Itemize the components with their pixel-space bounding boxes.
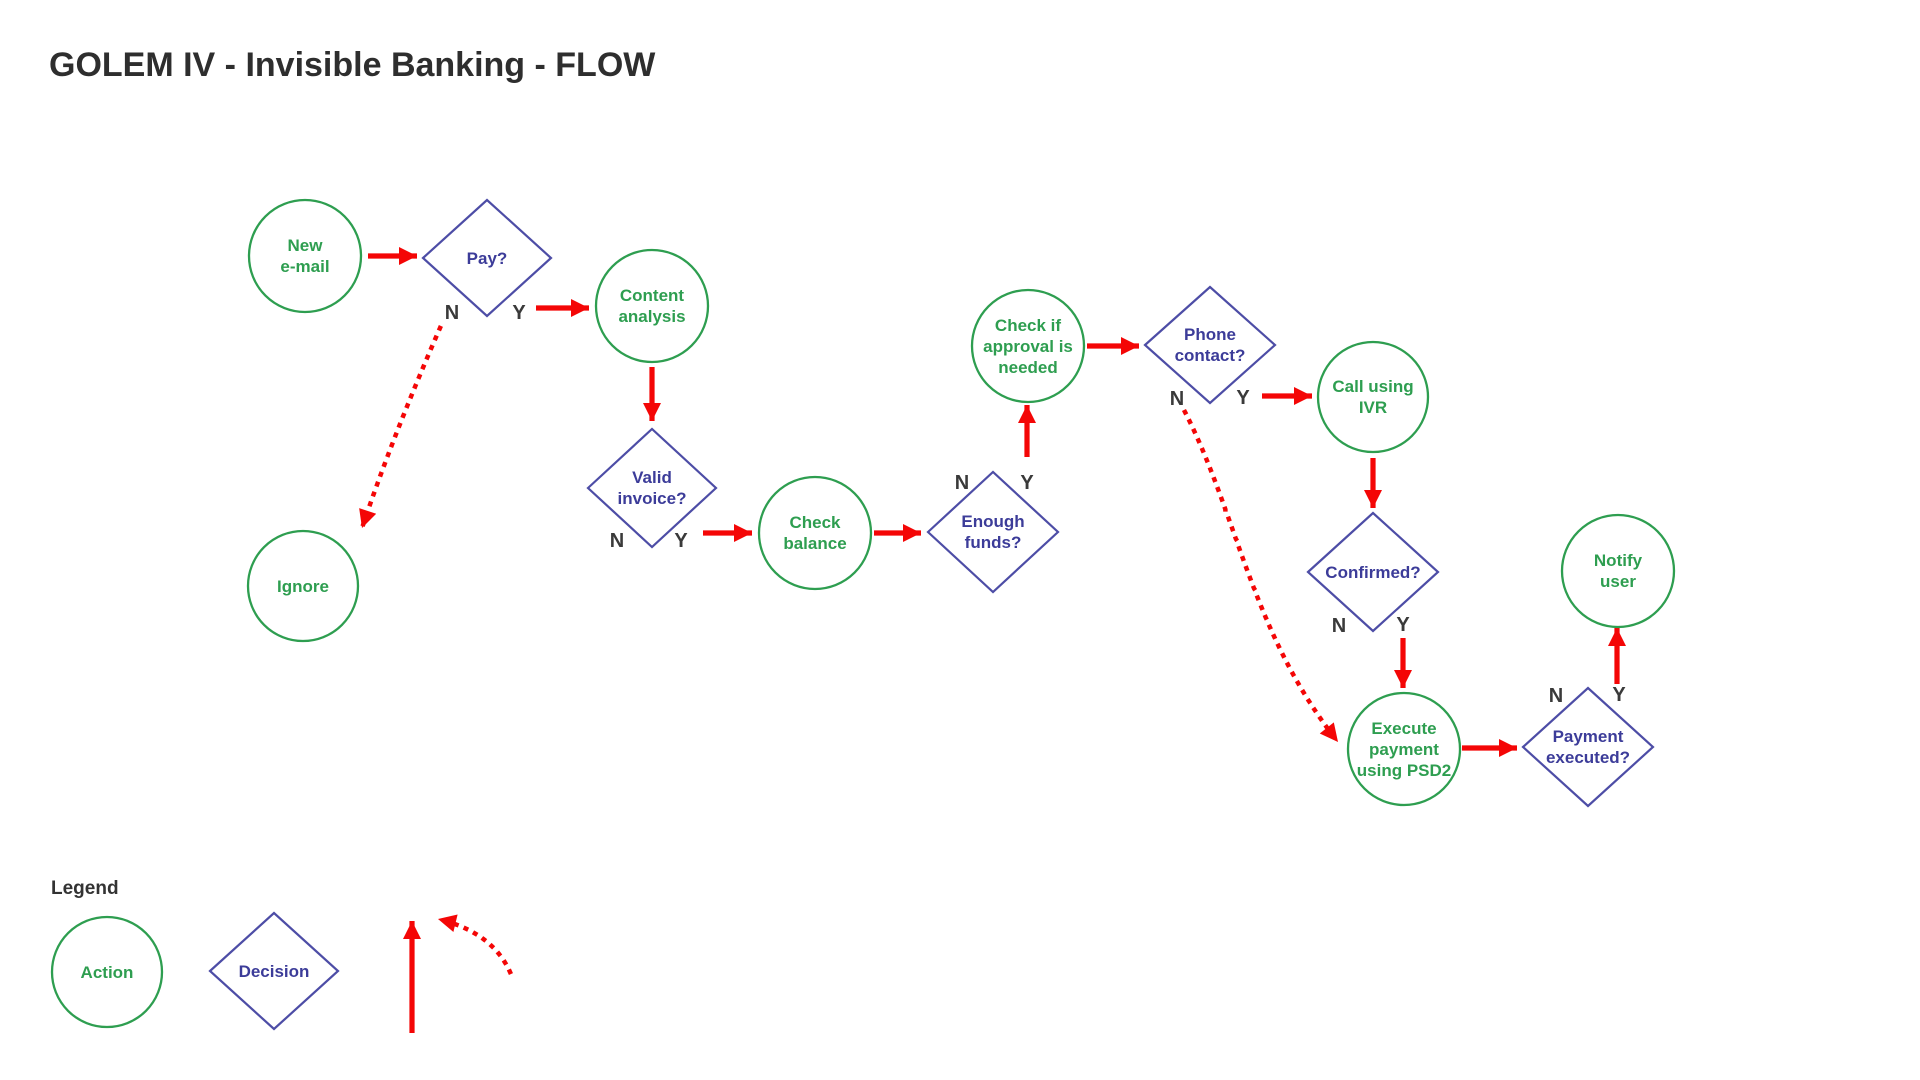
node-label: contact? [1175, 346, 1246, 365]
action-circle [594, 248, 710, 364]
action-circle [1316, 340, 1430, 454]
legend-action-item: Action [50, 915, 164, 1029]
decision-diamond [1143, 285, 1277, 405]
branch-label-no: N [1170, 388, 1184, 410]
node-call-ivr: Call using IVR [1316, 340, 1430, 454]
node-label: analysis [618, 307, 685, 326]
node-pay: Pay? N Y [421, 198, 553, 324]
node-label: Content [620, 286, 685, 305]
node-label: Check if [995, 316, 1061, 335]
node-confirmed: Confirmed? N Y [1306, 511, 1440, 637]
node-label: user [1600, 572, 1636, 591]
node-label: Check [789, 513, 841, 532]
branch-label-no: N [1332, 615, 1346, 637]
node-label: New [288, 236, 324, 255]
node-check-balance: Check balance [757, 475, 873, 591]
node-label: e-mail [280, 257, 329, 276]
node-label: IVR [1359, 398, 1387, 417]
node-label: Valid [632, 468, 672, 487]
node-execute-payment: Execute payment using PSD2 [1346, 691, 1462, 807]
page-title: GOLEM IV - Invisible Banking - FLOW [49, 46, 656, 84]
branch-label-no: N [445, 302, 459, 324]
decision-diamond [586, 427, 718, 549]
branch-label-no: N [610, 530, 624, 552]
node-label: Call using [1332, 377, 1413, 396]
action-circle [1560, 513, 1676, 629]
legend-decision-item: Decision [208, 911, 340, 1031]
node-notify-user: Notify user [1560, 513, 1676, 629]
branch-label-yes: Y [1020, 472, 1034, 494]
node-ignore: Ignore [246, 529, 360, 643]
decision-diamond [1521, 686, 1655, 808]
decision-diamond [926, 470, 1060, 594]
branch-label-yes: Y [1396, 614, 1410, 636]
action-circle [970, 288, 1086, 404]
node-label: balance [783, 534, 846, 553]
branch-label-no: N [1549, 685, 1563, 707]
branch-label-no: N [955, 472, 969, 494]
branch-label-yes: Y [1612, 684, 1626, 706]
action-circle [1346, 691, 1462, 807]
connector-pay-no-to-ignore [359, 325, 443, 531]
node-label: needed [998, 358, 1058, 377]
node-label: using PSD2 [1357, 761, 1451, 780]
node-phone-contact: Phone contact? N Y [1143, 285, 1277, 410]
node-label: Ignore [277, 577, 329, 596]
node-content-analysis: Content analysis [594, 248, 710, 364]
legend-decision-label: Decision [239, 962, 310, 981]
legend-heading: Legend [51, 878, 119, 899]
node-label: Payment [1553, 727, 1624, 746]
decision-diamond [208, 911, 340, 1031]
node-check-if-approval: Check if approval is needed [970, 288, 1086, 404]
node-new-email: New e-mail [247, 198, 363, 314]
node-valid-invoice: Valid invoice? N Y [586, 427, 718, 552]
node-label: executed? [1546, 748, 1630, 767]
legend-dotted-arrow [435, 914, 513, 975]
node-payment-executed: Payment executed? N Y [1521, 684, 1655, 808]
node-label: Notify [1594, 551, 1643, 570]
node-label: payment [1369, 740, 1439, 759]
node-label: invoice? [618, 489, 687, 508]
action-circle [247, 198, 363, 314]
node-enough-funds: Enough funds? N Y [926, 470, 1060, 594]
node-label: Enough [961, 512, 1024, 531]
node-label: Confirmed? [1325, 563, 1420, 582]
node-label: Pay? [467, 249, 508, 268]
action-circle [246, 529, 360, 643]
node-label: approval is [983, 337, 1073, 356]
branch-label-yes: Y [512, 302, 526, 324]
legend-action-label: Action [81, 963, 134, 982]
decision-diamond [421, 198, 553, 318]
action-circle [50, 915, 164, 1029]
node-label: Execute [1371, 719, 1436, 738]
node-label: Phone [1184, 325, 1236, 344]
action-circle [757, 475, 873, 591]
node-label: funds? [965, 533, 1022, 552]
branch-label-yes: Y [1236, 387, 1250, 409]
decision-diamond [1306, 511, 1440, 633]
branch-label-yes: Y [674, 530, 688, 552]
legend: Legend Action Decision [50, 878, 513, 1033]
